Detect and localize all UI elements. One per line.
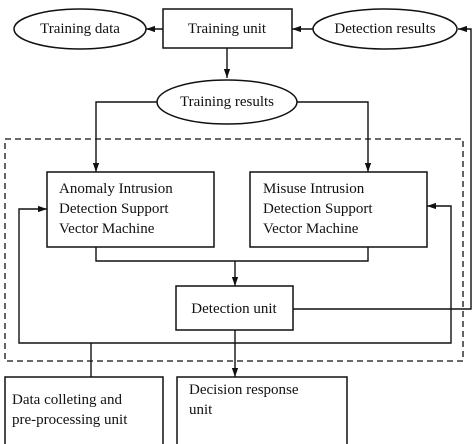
node-detection-results-label-line-1: Detection results [334,21,435,37]
node-data-collecting: Data colleting and pre-processing unit [4,376,164,444]
node-training-results-label: Training results [180,94,274,110]
node-detection-results-label: Detection results [334,21,435,37]
node-anomaly-svm-label-line-2: Detection Support [59,201,169,217]
node-data-collecting-label-line-2: pre-processing unit [12,412,128,428]
edge-training-results-to-misuse-svm [297,101,372,172]
node-anomaly-svm-label-line-3: Vector Machine [59,221,155,237]
edge-data-collecting-to-anomaly-svm [18,205,91,344]
node-data-collecting-label: Data colleting and pre-processing unit [12,392,128,428]
node-detection-results: Detection results [312,8,458,50]
node-decision-response-label-line-2: unit [189,402,213,418]
node-training-data-label: Training data [40,21,120,37]
node-misuse-svm-label-line-3: Vector Machine [263,221,359,237]
node-training-unit: Training unit [162,8,293,49]
node-training-data-label-line-1: Training data [40,21,120,37]
edge-data-collecting-to-misuse-svm [91,202,452,344]
edge-anomaly-svm-merge [95,247,369,262]
node-misuse-svm-label-line-2: Detection Support [263,201,373,217]
node-anomaly-svm-label-line-1: Anomaly Intrusion [59,181,173,197]
node-detection-unit: Detection unit [175,285,294,331]
node-decision-response-label-line-1: Decision response [189,382,299,398]
edge-detection-unit-to-detection-results [293,25,472,310]
node-detection-unit-label: Detection unit [191,301,277,317]
node-training-unit-label: Training unit [188,21,267,37]
edge-training-results-to-anomaly-svm [92,101,157,172]
node-data-collecting-label-line-1: Data colleting and [12,392,122,408]
node-misuse-svm-label-line-1: Misuse Intrusion [263,181,365,197]
node-training-unit-label-line-1: Training unit [188,21,267,37]
node-training-results-label-line-1: Training results [180,94,274,110]
node-detection-unit-label-line-1: Detection unit [191,301,277,317]
node-training-data: Training data [13,8,147,50]
node-training-results: Training results [156,79,298,125]
node-decision-response: Decision response unit [176,376,348,444]
node-decision-response-label: Decision response unit [189,382,299,418]
